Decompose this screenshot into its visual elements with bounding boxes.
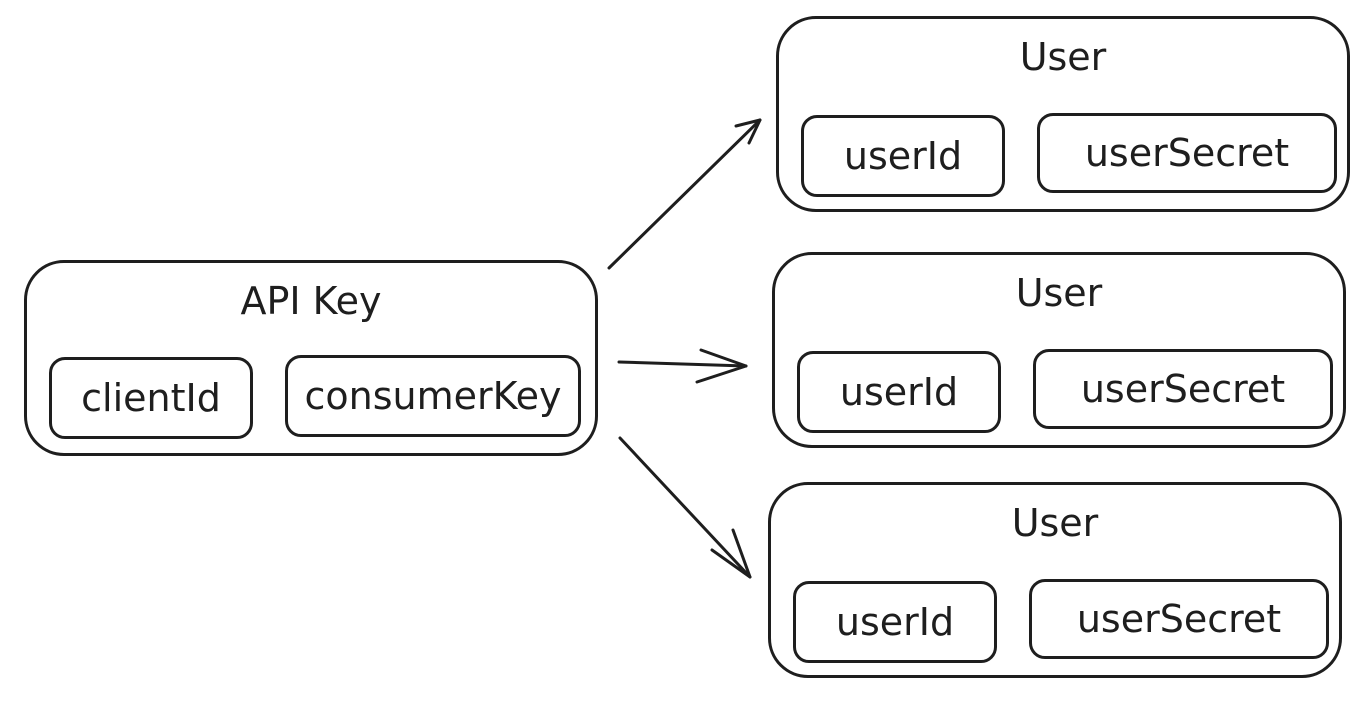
user-secret-field: userSecret [1037, 113, 1337, 193]
user-id-field: userId [797, 351, 1001, 433]
client-id-field: clientId [49, 357, 253, 439]
user-secret-field: userSecret [1029, 579, 1329, 659]
consumer-key-field: consumerKey [285, 355, 581, 437]
user-secret-field: userSecret [1033, 349, 1333, 429]
arrow-to-user-1 [607, 118, 762, 270]
user-title: User [1019, 35, 1107, 79]
arrow-to-user-2 [617, 348, 748, 384]
arrow-to-user-3 [618, 436, 752, 579]
user-id-field: userId [793, 581, 997, 663]
user-box-2: User userId userSecret [772, 252, 1346, 448]
api-key-title: API Key [240, 279, 382, 323]
user-title: User [1011, 501, 1099, 545]
api-key-box: API Key clientId consumerKey [24, 260, 598, 456]
user-title: User [1015, 271, 1103, 315]
user-id-field: userId [801, 115, 1005, 197]
user-box-3: User userId userSecret [768, 482, 1342, 678]
user-box-1: User userId userSecret [776, 16, 1350, 212]
